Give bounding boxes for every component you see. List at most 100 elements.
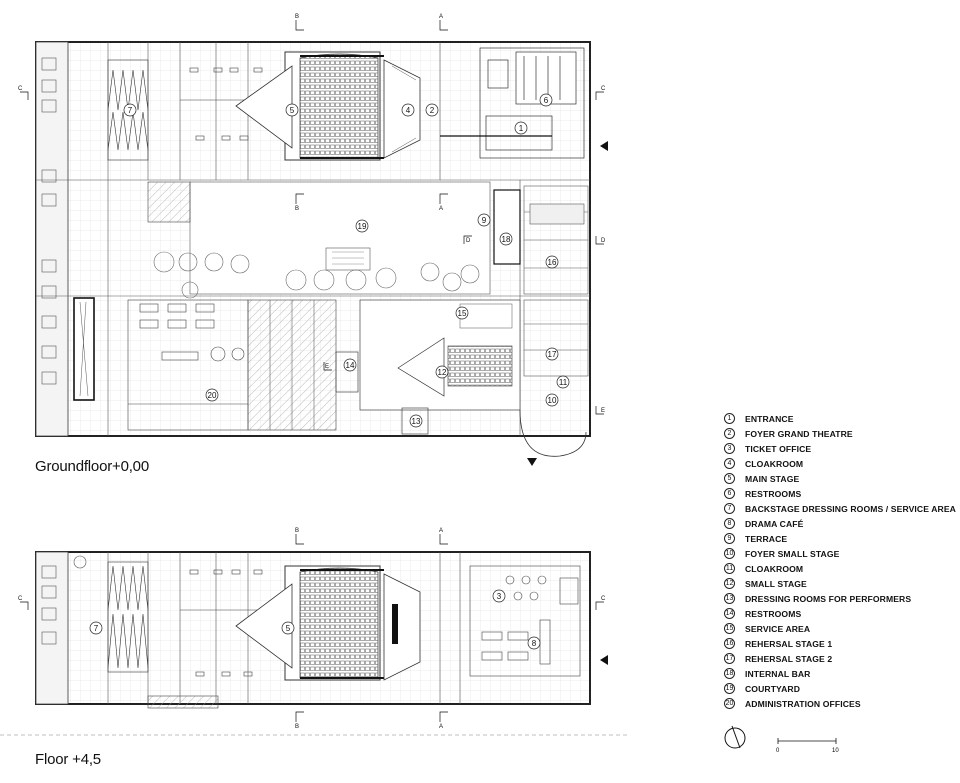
gf-num-12: 12 <box>438 368 447 377</box>
scale-start: 0 <box>776 748 780 754</box>
gf-entrance-arrow-east <box>600 141 608 151</box>
legend-item: 1 ENTRANCE <box>724 411 960 426</box>
gf-marker-a-top: A <box>439 14 443 20</box>
legend-item: 11 CLOAKROOM <box>724 561 960 576</box>
legend-number: 19 <box>724 683 735 694</box>
uf-marker-a-top: A <box>439 528 443 534</box>
legend-number: 17 <box>724 653 735 664</box>
legend-number: 16 <box>724 638 735 649</box>
uf-marker-a-bottom: A <box>439 724 443 730</box>
legend-number: 2 <box>724 428 735 439</box>
legend-number: 5 <box>724 473 735 484</box>
uf-entrance-arrow-east <box>600 655 608 665</box>
legend-item: 8 DRAMA CAFÉ <box>724 516 960 531</box>
gf-num-13: 13 <box>412 417 421 426</box>
legend-number: 11 <box>724 563 735 574</box>
legend-item: 9 TERRACE <box>724 531 960 546</box>
gf-marker-d-left: D <box>466 238 471 244</box>
legend-label: FOYER GRAND THEATRE <box>745 428 853 439</box>
gf-room-labels <box>123 93 570 428</box>
gf-num-19: 19 <box>358 222 367 231</box>
north-arrow-icon <box>724 725 746 749</box>
gf-lower-hatched <box>147 181 337 431</box>
legend-label: CLOAKROOM <box>745 458 804 469</box>
legend-item: 7 BACKSTAGE DRESSING ROOMS / SERVICE AREA <box>724 501 960 516</box>
legend-number: 14 <box>724 608 735 619</box>
legend-number: 12 <box>724 578 735 589</box>
legend-number: 6 <box>724 488 735 499</box>
uf-section-letters: B B A A C C <box>18 528 606 730</box>
gf-num-6: 6 <box>544 96 549 105</box>
ground-floor-title: Groundfloor+0,00 <box>35 458 149 475</box>
legend-item: 20 ADMINISTRATION OFFICES <box>724 696 960 711</box>
legend-item: 15 SERVICE AREA <box>724 621 960 636</box>
legend-number: 10 <box>724 548 735 559</box>
gf-entrance-arrow-south <box>527 458 537 466</box>
legend-label: MAIN STAGE <box>745 473 800 484</box>
gf-marker-e-right: E <box>601 408 605 414</box>
gf-marker-c-right: C <box>601 86 606 92</box>
legend-number: 9 <box>724 533 735 544</box>
uf-hall-furniture <box>147 569 270 709</box>
gf-room-numbers: 7 5 4 2 6 1 19 9 18 16 15 17 14 12 11 20… <box>128 96 568 426</box>
uf-marker-b-top: B <box>295 528 299 534</box>
legend-item: 2 FOYER GRAND THEATRE <box>724 426 960 441</box>
gf-marker-d-right: D <box>601 238 606 244</box>
legend-number: 7 <box>724 503 735 514</box>
uf-num-5: 5 <box>286 624 291 633</box>
legend-number: 15 <box>724 623 735 634</box>
legend-label: CLOAKROOM <box>745 563 804 574</box>
legend-label: TERRACE <box>745 533 788 544</box>
gf-num-17: 17 <box>548 350 557 359</box>
uf-cafe-block <box>469 565 581 677</box>
legend-label: BACKSTAGE DRESSING ROOMS / SERVICE AREA <box>745 503 956 514</box>
legend-label: SMALL STAGE <box>745 578 807 589</box>
uf-marker-c-right: C <box>601 596 606 602</box>
uf-section-markers <box>20 534 604 722</box>
gf-upper-furniture <box>180 67 270 141</box>
gf-num-10: 10 <box>548 396 557 405</box>
legend-number: 20 <box>724 698 735 709</box>
gf-service-band <box>35 41 69 437</box>
uf-num-7: 7 <box>94 624 99 633</box>
uf-service-band <box>35 551 69 705</box>
legend-label: ENTRANCE <box>745 413 794 424</box>
gf-num-11: 11 <box>559 378 568 387</box>
gf-small-stage <box>359 299 521 411</box>
gf-foyer-bulge <box>519 409 587 457</box>
legend-label: SERVICE AREA <box>745 623 811 634</box>
gf-num-9: 9 <box>482 216 487 225</box>
gf-num-18: 18 <box>502 235 511 244</box>
gf-num-16: 16 <box>548 258 557 267</box>
gf-room-14 <box>335 351 359 393</box>
gf-num-1: 1 <box>519 124 524 133</box>
scale-end: 10 <box>832 748 839 754</box>
uf-marker-c-left: C <box>18 596 23 602</box>
gf-marker-c-left: C <box>18 86 23 92</box>
legend-label: DRESSING ROOMS FOR PERFORMERS <box>745 593 912 604</box>
legend-number: 8 <box>724 518 735 529</box>
gf-rehearsal-stages <box>523 185 589 377</box>
upper-floor-plan: 7 5 3 8 B B A A C C <box>18 528 608 730</box>
gf-section-letters: B B A A C C D D E E <box>18 14 606 414</box>
gf-num-4: 4 <box>406 106 411 115</box>
legend-label: RESTROOMS <box>745 488 802 499</box>
legend-number: 1 <box>724 413 735 424</box>
legend-item: 5 MAIN STAGE <box>724 471 960 486</box>
legend-label: DRAMA CAFÉ <box>745 518 804 529</box>
uf-num-8: 8 <box>532 639 537 648</box>
legend-item: 6 RESTROOMS <box>724 486 960 501</box>
gf-admin-offices <box>127 299 249 431</box>
gf-section-markers <box>20 20 604 415</box>
legend-label: ADMINISTRATION OFFICES <box>745 698 861 709</box>
uf-left-cubicles <box>41 555 87 645</box>
legend-label: INTERNAL BAR <box>745 668 811 679</box>
gf-num-2: 2 <box>430 106 435 115</box>
